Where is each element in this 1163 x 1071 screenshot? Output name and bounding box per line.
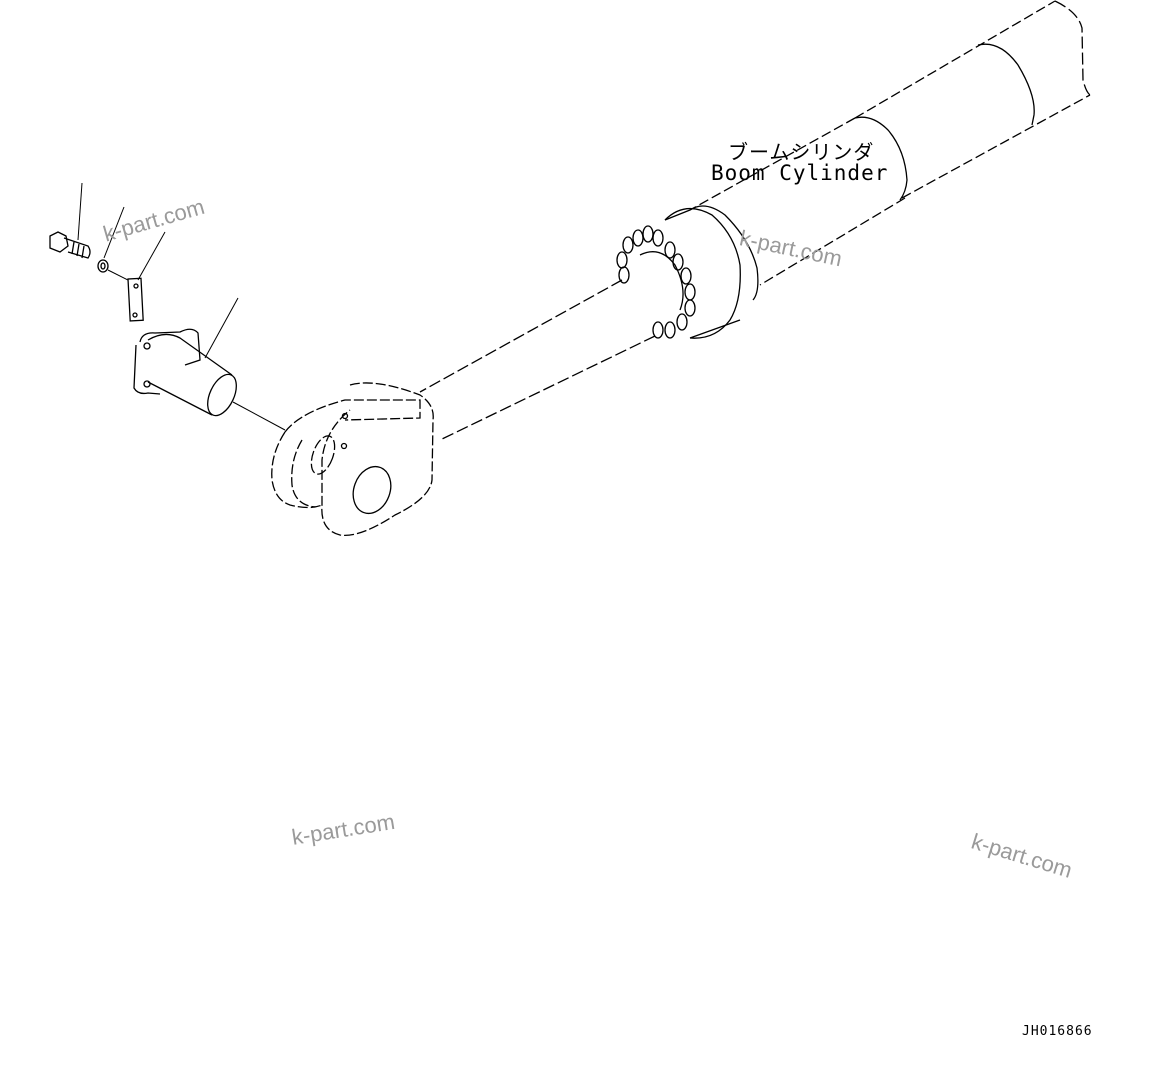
- pin: [133, 297, 286, 431]
- piston-rod: [419, 279, 656, 441]
- gland-bolts: [616, 225, 696, 339]
- drawing-number: JH016866: [1022, 1024, 1093, 1039]
- rod-eye: [271, 382, 434, 536]
- cylinder-barrel: [664, 0, 1091, 339]
- small-parts: [49, 182, 166, 322]
- part-label-english: Boom Cylinder: [711, 161, 889, 185]
- part-label-japanese: ブームシリンダ: [728, 140, 875, 164]
